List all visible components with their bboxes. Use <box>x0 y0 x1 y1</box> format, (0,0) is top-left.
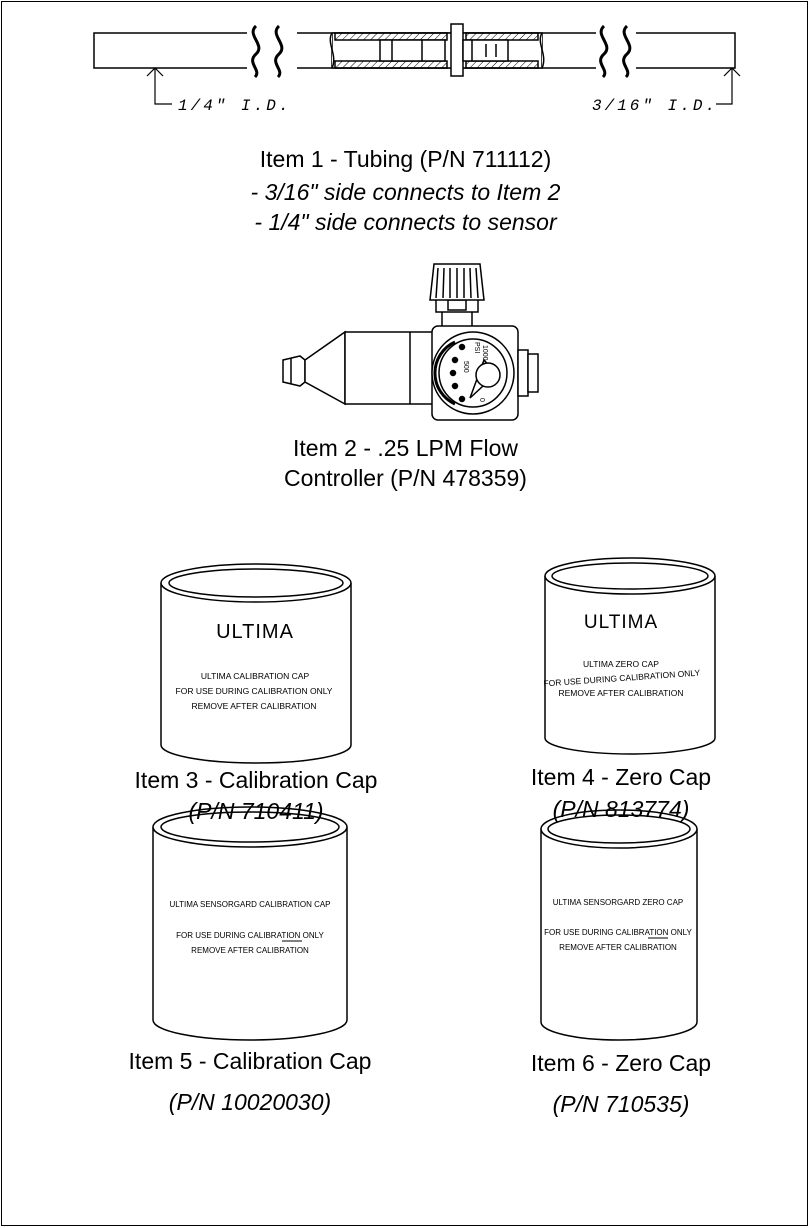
item2-title-line1: Item 2 - .25 LPM Flow <box>293 435 518 461</box>
cap6-line2: FOR USE DURING CALIBRATION ONLY <box>544 928 692 937</box>
item5-title: Item 5 - Calibration Cap <box>128 1048 372 1074</box>
item3-part-number: (P/N 710411) <box>188 798 324 824</box>
tubing-drawing <box>93 23 741 105</box>
cap5-line3: REMOVE AFTER CALIBRATION <box>191 946 309 955</box>
gauge-mark-500: 500 <box>462 361 469 373</box>
cap3-line2: FOR USE DURING CALIBRATION ONLY <box>176 686 333 696</box>
cap3-line3: REMOVE AFTER CALIBRATION <box>191 701 316 711</box>
right-id-callout: 3/16" I.D. <box>592 97 718 115</box>
calibration-cap-item5-drawing <box>152 806 348 1041</box>
cap6-line1: ULTIMA SENSORGARD ZERO CAP <box>553 898 684 907</box>
cap4-brand: ULTIMA <box>584 612 658 633</box>
left-id-callout: 1/4" I.D. <box>178 97 291 115</box>
item3-title: Item 3 - Calibration Cap <box>134 767 378 793</box>
cap4-line1: ULTIMA ZERO CAP <box>583 659 659 669</box>
item1-note-3-16: - 3/16" side connects to Item 2 <box>250 179 561 205</box>
cap5-line2: FOR USE DURING CALIBRATION ONLY <box>176 931 324 940</box>
item4-title: Item 4 - Zero Cap <box>530 764 712 790</box>
zero-cap-item6-drawing <box>540 809 698 1041</box>
item1-title: Item 1 - Tubing (P/N 711112) <box>259 146 552 172</box>
gauge-mark-1000: 1000 <box>481 345 488 361</box>
item5-part-number: (P/N 10020030) <box>168 1089 332 1115</box>
item4-part-number: (P/N 813774) <box>552 796 690 822</box>
gauge-unit: PSI <box>473 342 480 353</box>
gauge-mark-0: 0 <box>478 398 485 402</box>
cap4-line3: REMOVE AFTER CALIBRATION <box>558 688 683 698</box>
item1-note-1-4: - 1/4" side connects to sensor <box>254 209 557 235</box>
flow-controller-drawing <box>282 263 539 421</box>
cap3-brand: ULTIMA <box>216 621 294 643</box>
calibration-cap-item3-drawing <box>160 563 352 764</box>
item2-title-line2: Controller (P/N 478359) <box>284 465 527 491</box>
item6-title: Item 6 - Zero Cap <box>530 1050 712 1076</box>
cap6-line3: REMOVE AFTER CALIBRATION <box>559 943 677 952</box>
item6-part-number: (P/N 710535) <box>552 1091 690 1117</box>
cap5-line1: ULTIMA SENSORGARD CALIBRATION CAP <box>169 900 330 909</box>
zero-cap-item4-drawing <box>544 557 716 755</box>
cap3-line1: ULTIMA CALIBRATION CAP <box>201 671 310 681</box>
